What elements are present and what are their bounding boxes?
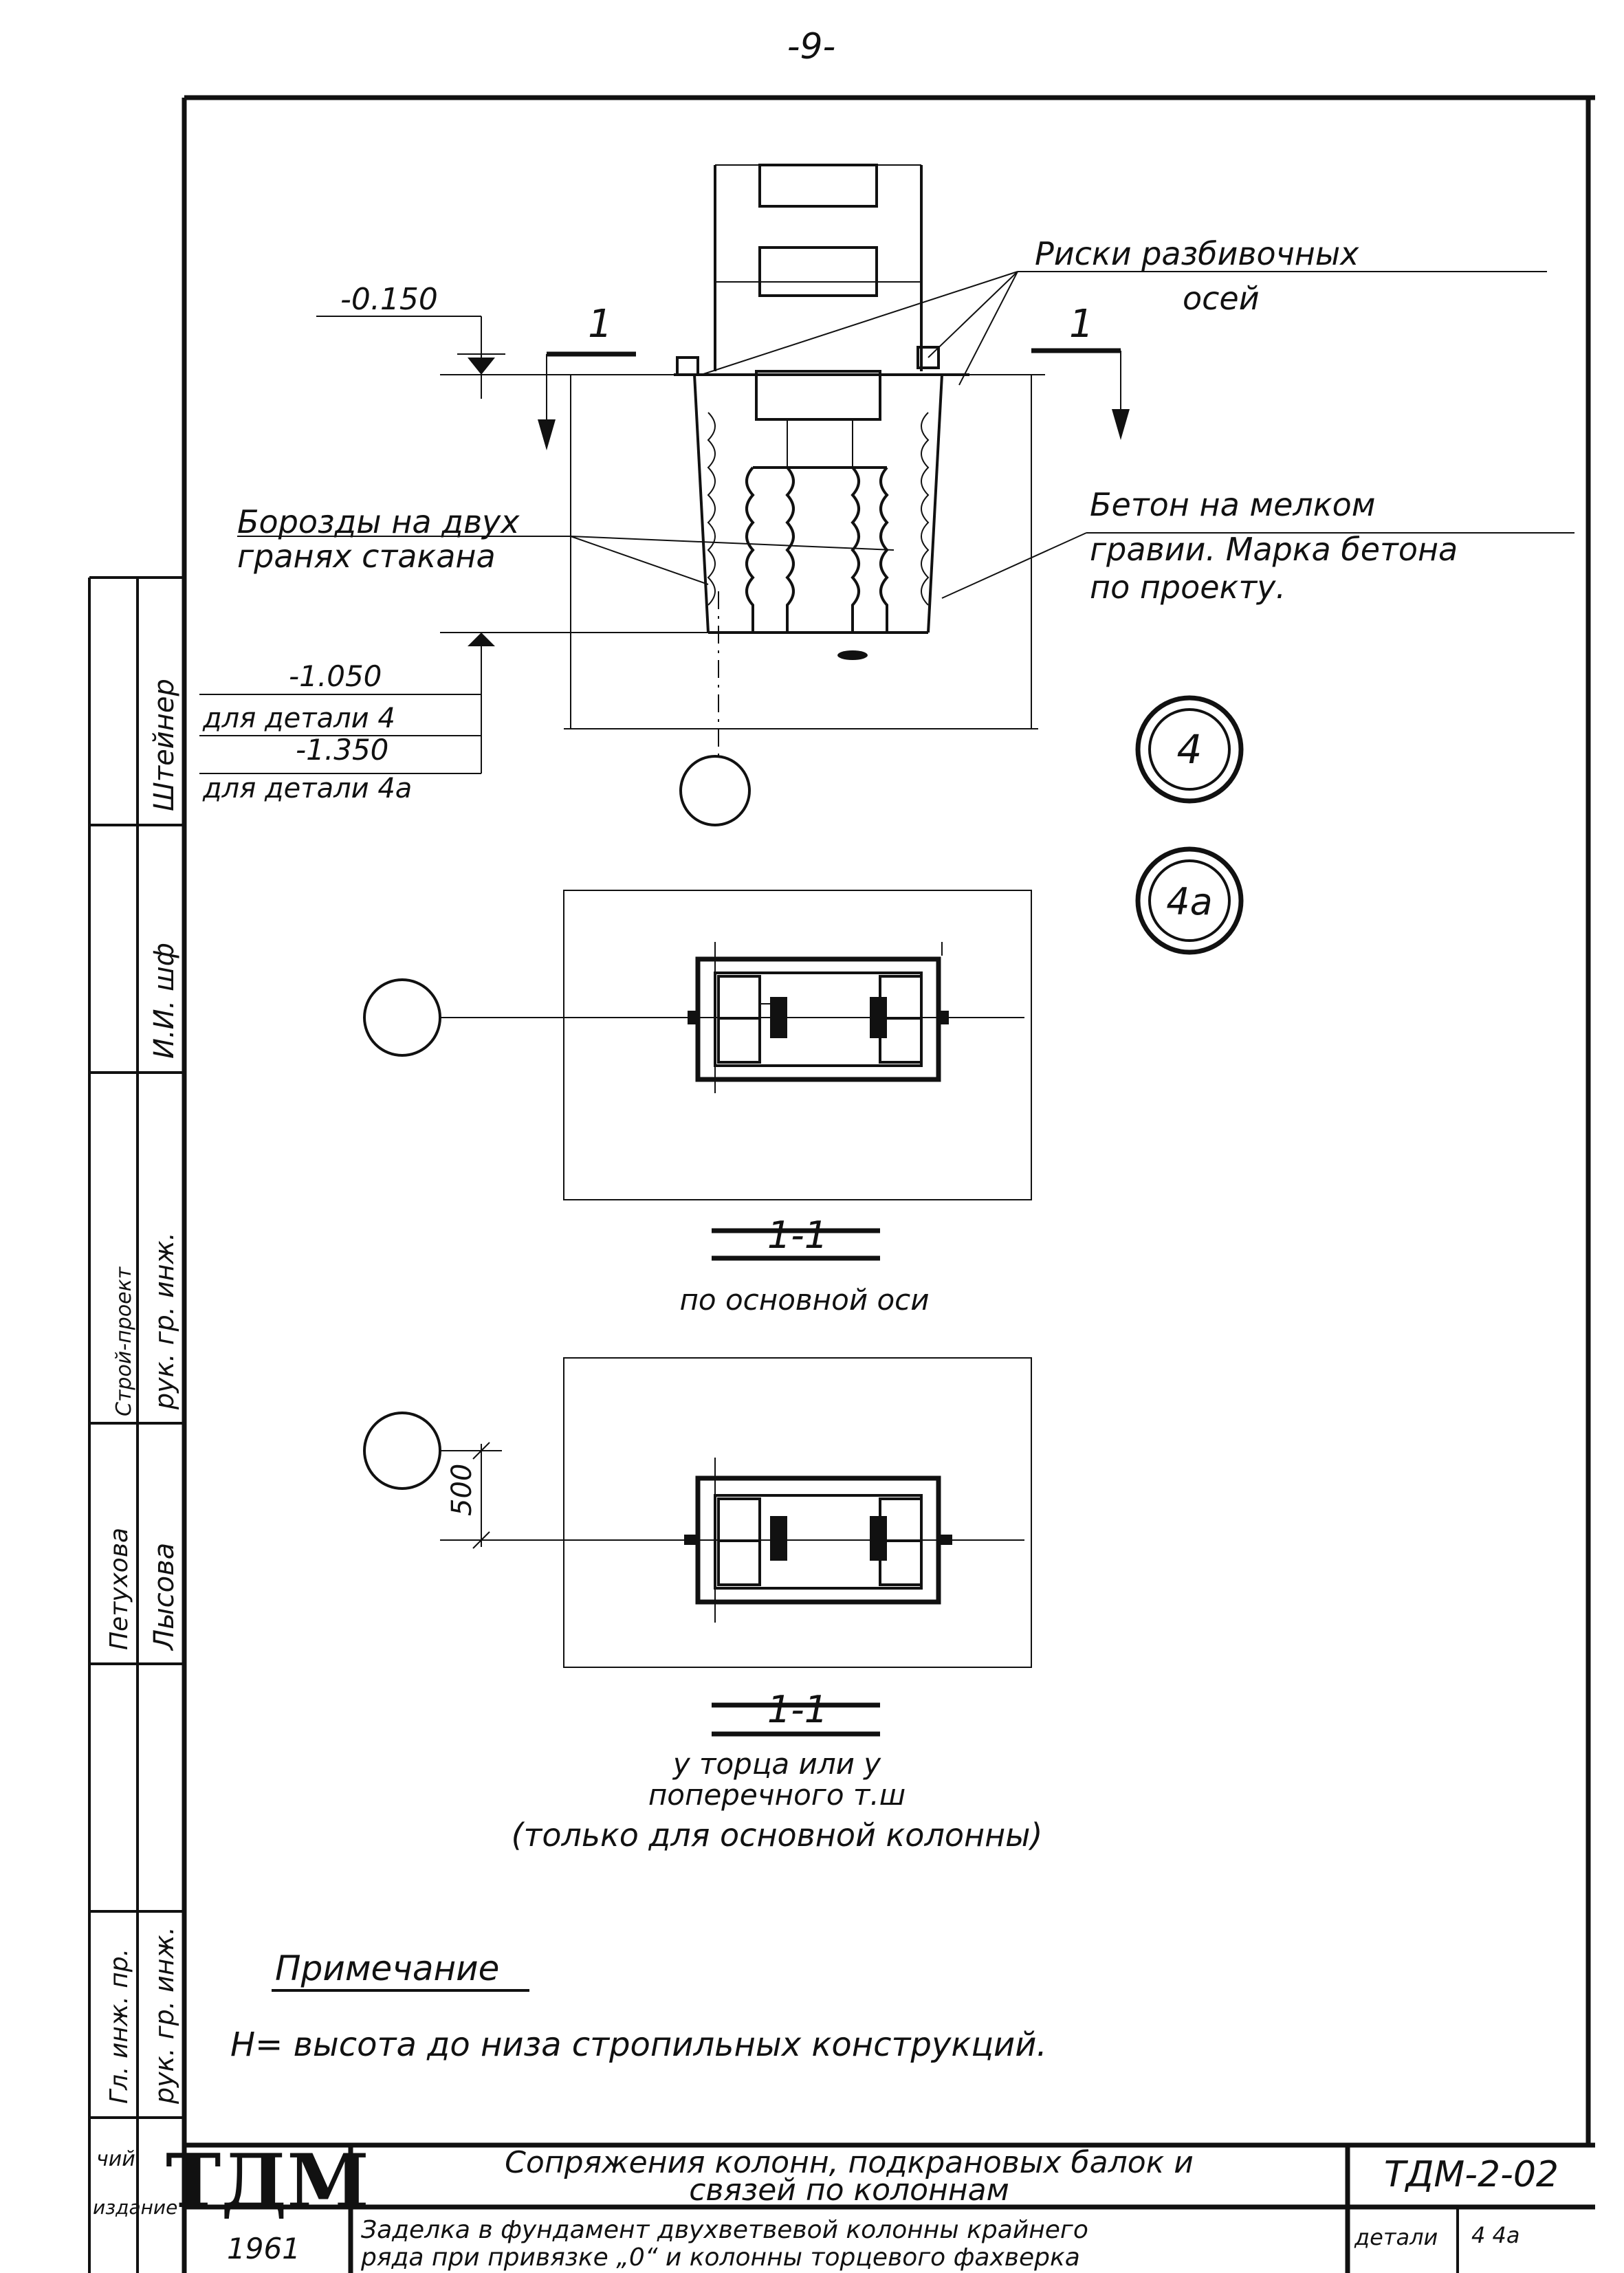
mark-bottom2-note: для детали 4а (202, 773, 412, 804)
plan2-caption-1: у торца или у (672, 1747, 881, 1781)
plan2-dimension: 500 (446, 1464, 478, 1516)
plan1-section-title: 1-1 (767, 1214, 828, 1257)
label-grooves-2: гранях стакана (237, 538, 496, 575)
sheet-frame (182, 95, 1595, 2273)
stamp-cell-4: Лысова (149, 1543, 180, 1651)
stamp-cell-9: издание (93, 2196, 177, 2219)
stamp-cell-0: Штейнер (149, 679, 180, 811)
plan-view-1: 1-1 по основной оси (363, 890, 1032, 1317)
stamp-logo: ТДМ (166, 2138, 369, 2225)
side-stamp: Штейнер И.И. шф рук. гр. инж. Строй-прое… (88, 576, 184, 2273)
detail-circle-2: 4а (1166, 880, 1212, 923)
detail-circle-1: 4 (1177, 726, 1203, 773)
plan2-section-title: 1-1 (767, 1688, 828, 1731)
title-main-1: Сопряжения колонн, подкрановых балок и (505, 2145, 1194, 2180)
label-concrete-1: Бетон на мелком (1090, 486, 1375, 523)
label-concrete-2: гравии. Марка бетона (1090, 531, 1458, 568)
stamp-cell-2: рук. гр. инж. (149, 1232, 179, 1410)
year-label: 1961 (227, 2232, 300, 2265)
note-block: Примечание Н= высота до низа стропильных… (230, 1948, 1047, 2064)
elevation-view: -0.150 1 1 Риски разбивочных осей Борозд… (199, 164, 1574, 826)
label-grooves-1: Борозды на двух (237, 503, 520, 540)
detail-label: детали (1354, 2224, 1438, 2250)
label-risks-2: осей (1183, 280, 1260, 317)
plan1-caption: по основной оси (679, 1283, 929, 1317)
detail-markers: 4 4а (1135, 695, 1244, 955)
plan2-caption-2: поперечного т.ш (648, 1778, 906, 1812)
note-heading: Примечание (275, 1948, 499, 1988)
label-risks-1: Риски разбивочных (1035, 235, 1359, 272)
stamp-cell-8: чий (96, 2147, 135, 2171)
sheet-code: ТДМ-2-02 (1384, 2154, 1559, 2195)
mark-bottom2: -1.350 (296, 733, 388, 767)
plan-view-2: 500 1-1 у торца или у поперечного т.ш (т… (363, 1357, 1043, 1854)
stamp-cell-7: Гл. инж. пр. (105, 1948, 133, 2104)
mark-top-label: -0.150 (340, 282, 438, 317)
mark-bottom1: -1.050 (289, 659, 382, 693)
stamp-cell-5: Петухова (105, 1528, 133, 1650)
stamp-cell-6: рук. гр. инж. (149, 1926, 179, 2105)
stamp-cell-3: Строй-проект (112, 1266, 136, 1416)
title-sub-2: ряда при привязке „0“ и колонны торцевог… (360, 2243, 1080, 2272)
stamp-cell-1: И.И. шф (149, 943, 180, 1059)
plan2-caption-3: (только для основной колонны) (512, 1816, 1043, 1854)
detail-number: 4 4а (1471, 2222, 1520, 2248)
note-text: Н= высота до низа стропильных конструкци… (230, 2025, 1047, 2064)
title-block: ТДМ 1961 Сопряжения колонн, подкрановых … (166, 2138, 1595, 2273)
title-main-2: связей по колоннам (689, 2173, 1009, 2208)
page-number: -9- (787, 26, 836, 67)
section-mark-left: 1 (588, 302, 613, 347)
mark-bottom1-note: для детали 4 (202, 703, 395, 734)
label-concrete-3: по проекту. (1090, 569, 1286, 606)
title-sub-1: Заделка в фундамент двухветвевой колонны… (361, 2216, 1088, 2244)
section-mark-right: 1 (1069, 302, 1094, 347)
